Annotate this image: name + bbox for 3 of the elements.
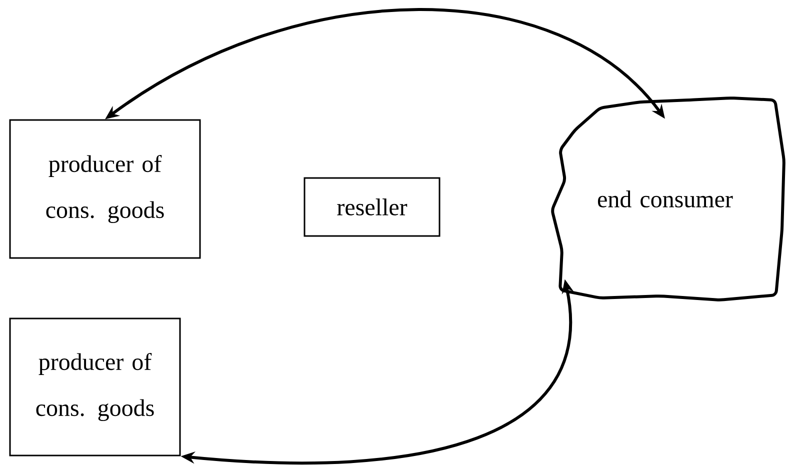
box: producer of cons. goods bbox=[9, 119, 201, 259]
box: producer of cons. goods bbox=[9, 318, 181, 456]
box: reseller bbox=[304, 177, 440, 237]
